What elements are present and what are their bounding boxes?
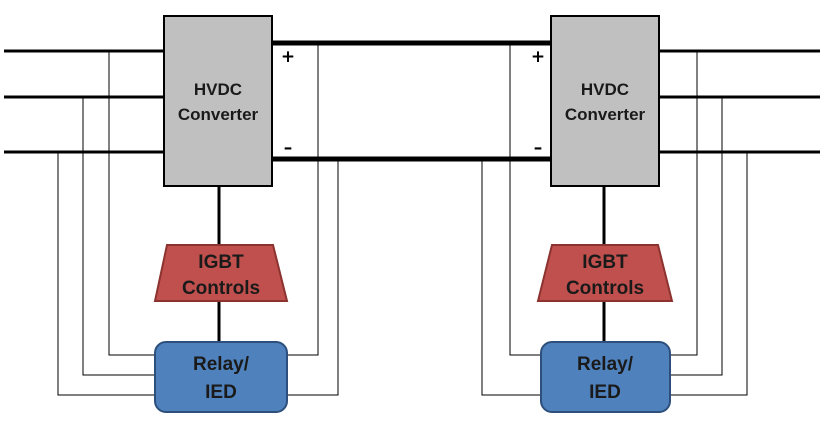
left-controls-label-line2: Controls bbox=[182, 278, 260, 299]
right-controls-shape bbox=[536, 244, 674, 302]
left-relay-ied: Relay/ IED bbox=[154, 341, 288, 413]
left-measurement-wiring bbox=[57, 43, 339, 396]
left-dc-plus-sign: + bbox=[281, 47, 295, 67]
right-wire-phase-a bbox=[670, 51, 698, 356]
right-wire-phase-c bbox=[670, 152, 748, 396]
right-relay-box bbox=[540, 341, 671, 413]
right-measurement-wiring bbox=[481, 43, 748, 396]
right-converter-label-line2: Converter bbox=[565, 105, 646, 124]
right-converter-label-line1: HVDC bbox=[581, 80, 629, 99]
left-converter-label-line2: Converter bbox=[178, 105, 259, 124]
left-ac-bus bbox=[4, 49, 164, 154]
left-converter-label-line1: HVDC bbox=[194, 80, 242, 99]
left-dc-minus-sign: – bbox=[284, 138, 293, 158]
left-wire-dc-negative bbox=[287, 159, 339, 396]
left-relay-label-line2: IED bbox=[205, 382, 237, 403]
right-wire-phase-b bbox=[670, 97, 723, 376]
right-ac-bus bbox=[660, 49, 820, 154]
right-relay-label-line1: Relay/ bbox=[577, 354, 634, 375]
right-controls-label-line2: Controls bbox=[566, 278, 644, 299]
right-relay-ied: Relay/ IED bbox=[540, 341, 671, 413]
left-wire-phase-c bbox=[57, 152, 155, 396]
left-wire-phase-b bbox=[82, 97, 155, 376]
right-dc-plus-sign: + bbox=[531, 47, 545, 67]
left-wire-phase-a bbox=[108, 51, 155, 356]
left-wire-dc-positive bbox=[287, 43, 319, 356]
left-relay-box bbox=[154, 341, 288, 413]
right-relay-label-line2: IED bbox=[589, 382, 621, 403]
right-wire-dc-negative bbox=[481, 159, 541, 396]
right-wire-dc-positive bbox=[509, 43, 541, 356]
left-controls-shape bbox=[153, 244, 289, 302]
right-controls-label-line1: IGBT bbox=[582, 252, 628, 273]
dc-link bbox=[272, 40, 551, 162]
right-dc-minus-sign: – bbox=[534, 138, 543, 158]
left-igbt-controls: IGBT Controls bbox=[153, 244, 289, 302]
control-connectors bbox=[217, 186, 606, 342]
right-converter-box bbox=[550, 15, 660, 187]
left-controls-label-line1: IGBT bbox=[198, 252, 244, 273]
right-hvdc-converter: HVDC Converter bbox=[550, 15, 660, 187]
right-igbt-controls: IGBT Controls bbox=[536, 244, 674, 302]
left-relay-label-line1: Relay/ bbox=[193, 354, 250, 375]
left-hvdc-converter: HVDC Converter bbox=[163, 15, 273, 187]
left-converter-box bbox=[163, 15, 273, 187]
